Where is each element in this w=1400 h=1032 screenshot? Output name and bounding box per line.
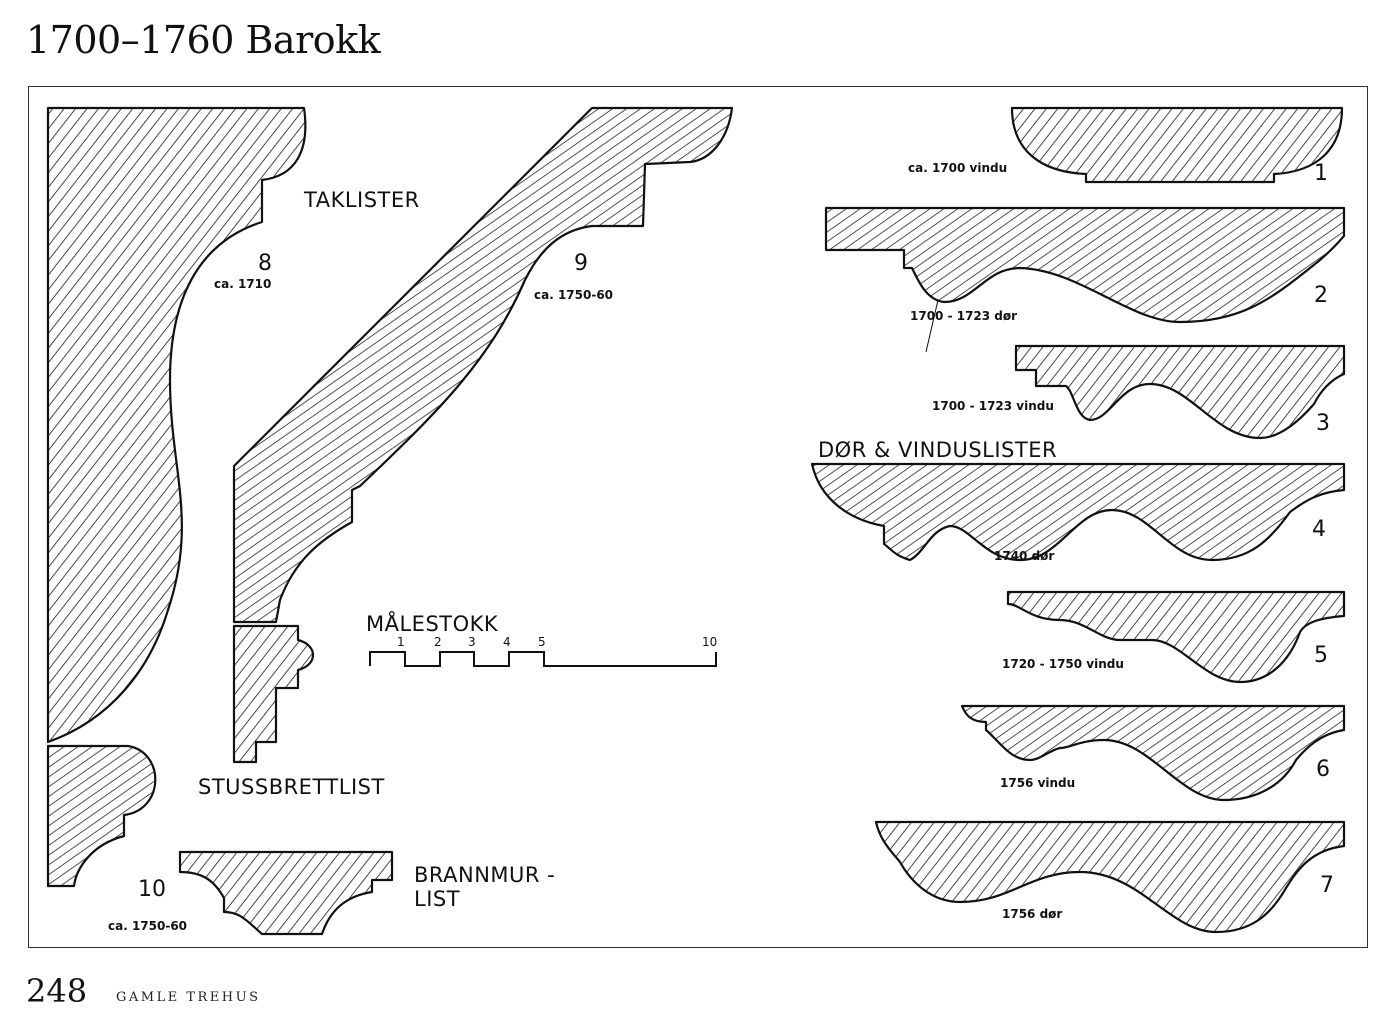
profile-9-shape — [232, 106, 734, 624]
profile-9-base-shape — [232, 624, 315, 764]
profile-number: 8 — [258, 251, 272, 276]
profile-number: 5 — [1314, 643, 1328, 668]
profile-caption: 1756 dør — [1002, 907, 1062, 921]
profile-caption: 1700 - 1723 vindu — [932, 399, 1054, 413]
moulding-profiles-diagram: TAKLISTER STUSSBRETTLIST BRANNMUR - LIST… — [46, 106, 1346, 936]
scale-tick-label: 4 — [503, 635, 511, 649]
book-title: GAMLE TREHUS — [116, 990, 261, 1005]
profile-4-shape — [810, 462, 1346, 562]
label-brannmurlist-2: LIST — [414, 887, 460, 911]
profile-caption: 1740 dør — [994, 549, 1054, 563]
profile-2-shape — [824, 206, 1346, 324]
page-number: 248 — [26, 972, 88, 1010]
profile-10-shape — [178, 850, 394, 936]
profile-caption: ca. 1750-60 — [534, 288, 613, 302]
label-dor-vinduslister: DØR & VINDUSLISTER — [818, 438, 1057, 462]
profile-caption: ca. 1750-60 — [108, 919, 187, 933]
scale-tick-label: 5 — [538, 635, 546, 649]
label-brannmurlist-1: BRANNMUR - — [414, 863, 555, 887]
profile-caption: 1720 - 1750 vindu — [1002, 657, 1124, 671]
scale-tick-label: 2 — [434, 635, 442, 649]
profile-number: 6 — [1316, 757, 1330, 782]
scale-title: MÅLESTOKK — [366, 610, 499, 636]
stussbrettlist-shape — [46, 744, 157, 888]
scale-bar-line — [369, 651, 717, 667]
scale-bar: MÅLESTOKK 1 2 3 4 5 10 — [366, 610, 717, 667]
profile-number: 2 — [1314, 283, 1328, 308]
profile-caption: ca. 1700 vindu — [908, 161, 1007, 175]
profile-number: 1 — [1314, 161, 1328, 186]
scale-tick-label: 3 — [468, 635, 476, 649]
label-taklister: TAKLISTER — [303, 188, 420, 212]
profile-1-shape — [1010, 106, 1344, 184]
profile-caption: ca. 1710 — [214, 277, 271, 291]
profile-6-shape — [960, 704, 1346, 802]
profile-number: 10 — [138, 877, 166, 902]
profile-number: 7 — [1320, 873, 1334, 898]
guide-line — [925, 299, 939, 353]
label-stussbrettlist: STUSSBRETTLIST — [198, 775, 385, 799]
profile-7-shape — [874, 820, 1346, 934]
scale-tick-label: 1 — [397, 635, 405, 649]
profile-5-shape — [1006, 590, 1346, 684]
profile-caption: 1756 vindu — [1000, 776, 1075, 790]
profile-number: 9 — [574, 251, 588, 276]
page-title: 1700–1760 Barokk — [26, 18, 381, 62]
profile-caption: 1700 - 1723 dør — [910, 309, 1017, 323]
profile-number: 4 — [1312, 517, 1326, 542]
profile-number: 3 — [1316, 411, 1330, 436]
profile-3-shape — [1014, 344, 1346, 440]
figure-frame — [28, 86, 1368, 948]
profile-8-shape — [46, 106, 307, 744]
scale-tick-label: 10 — [702, 635, 717, 649]
